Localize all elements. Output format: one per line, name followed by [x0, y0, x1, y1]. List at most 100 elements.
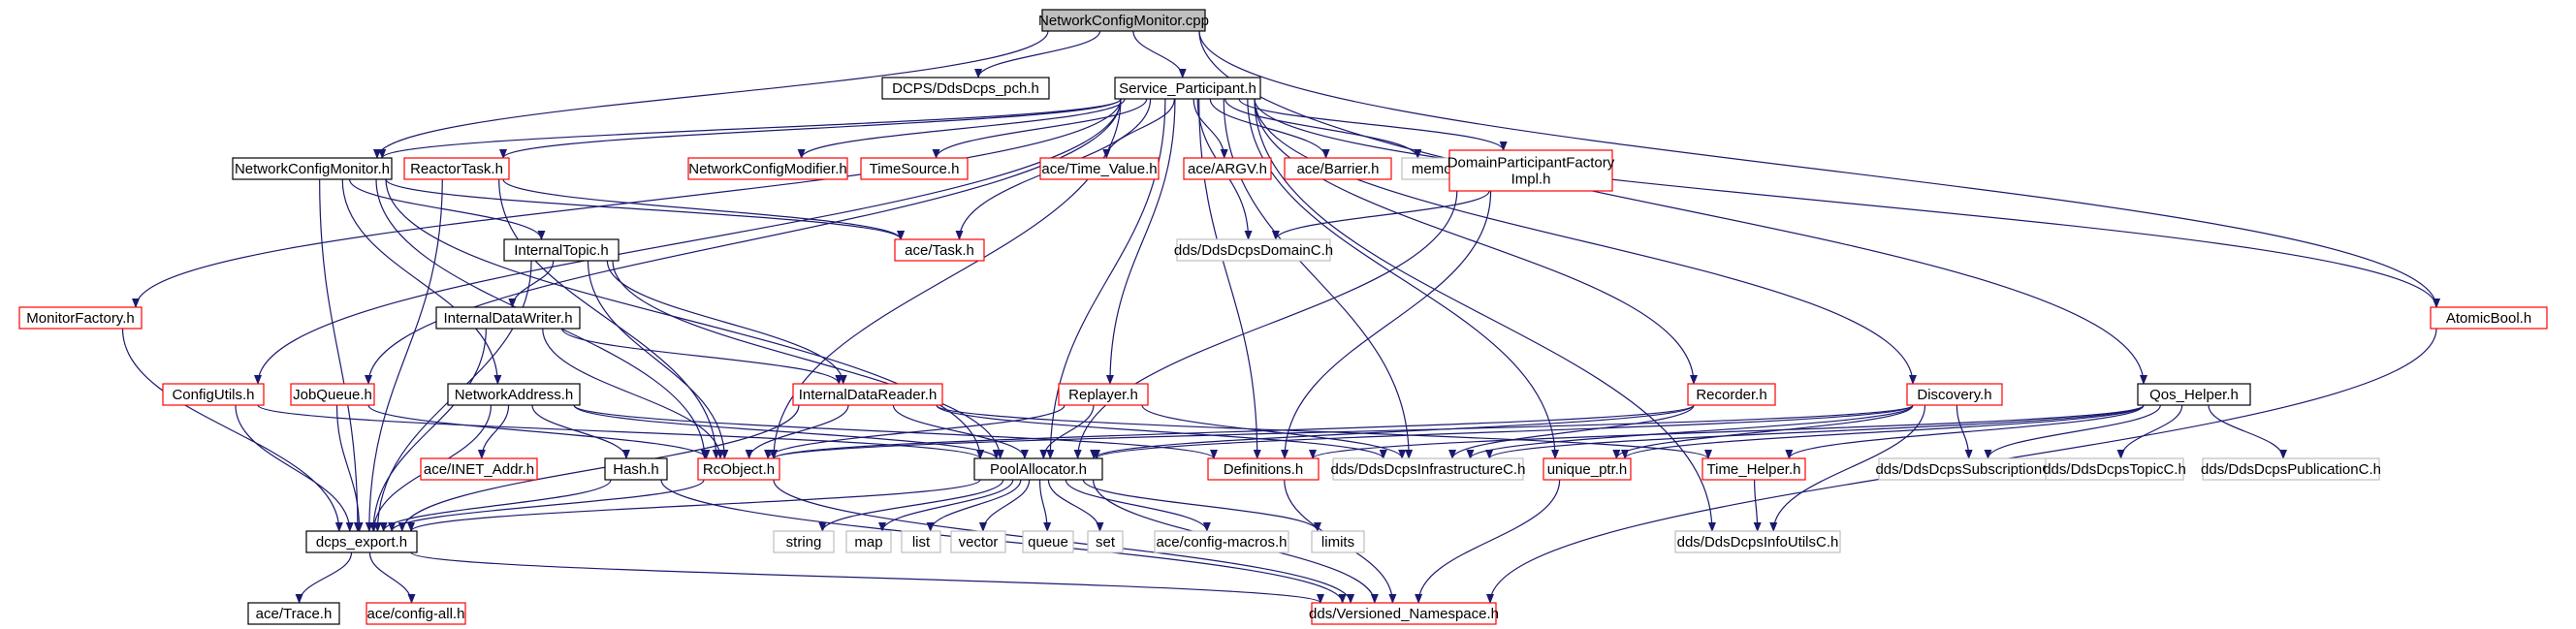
node-jobq[interactable]: JobQueue.h — [290, 383, 375, 406]
node-pch[interactable]: DCPS/DdsDcps_pch.h — [881, 77, 1050, 100]
node-pool[interactable]: PoolAllocator.h — [973, 457, 1103, 481]
node-box — [697, 457, 780, 481]
node-domainc[interactable]: dds/DdsDcpsDomainC.h — [1174, 238, 1333, 262]
edge-rtask-to-acetask — [502, 178, 906, 240]
node-ncmod[interactable]: NetworkConfigModifier.h — [687, 157, 848, 180]
node-box — [503, 238, 620, 262]
node-cfgmacros[interactable]: ace/config-macros.h — [1154, 530, 1289, 553]
node-cfgall[interactable]: ace/config-all.h — [366, 602, 466, 625]
node-box — [2202, 457, 2380, 481]
node-box — [1207, 457, 1320, 481]
node-dcpsexp[interactable]: dcps_export.h — [305, 530, 418, 553]
node-box — [1087, 530, 1124, 553]
node-label: unique_ptr.h — [1547, 461, 1628, 478]
node-recorder[interactable]: Recorder.h — [1687, 383, 1776, 406]
node-infoutils[interactable]: dds/DdsDcpsInfoUtilsC.h — [1674, 530, 1841, 553]
edge-replayer-to-rcobj — [764, 404, 1065, 459]
node-itopic[interactable]: InternalTopic.h — [503, 238, 620, 262]
node-discovery[interactable]: Discovery.h — [1906, 383, 2003, 406]
node-label: dds/DdsDcpsSubscriptionC.h — [1875, 461, 2064, 478]
node-box — [1284, 157, 1392, 180]
node-label: Hash.h — [613, 461, 659, 478]
node-root[interactable]: NetworkConfigMonitor.cpp — [1038, 9, 1209, 32]
node-rtask[interactable]: ReactorTask.h — [403, 157, 510, 180]
node-box — [447, 383, 581, 406]
node-label: InternalDataReader.h — [799, 387, 938, 403]
node-argv[interactable]: ace/ARGV.h — [1183, 157, 1272, 180]
node-label: ace/Trace.h — [256, 606, 333, 622]
node-string[interactable]: string — [773, 530, 835, 553]
edge-pool-to-set — [1047, 479, 1104, 532]
node-atomic[interactable]: AtomicBool.h — [2430, 306, 2548, 330]
node-mfact[interactable]: MonitorFactory.h — [18, 306, 143, 330]
edge-dpfi-to-pool — [1073, 190, 1458, 459]
node-netaddr[interactable]: NetworkAddress.h — [447, 383, 581, 406]
node-tsrc[interactable]: TimeSource.h — [860, 157, 969, 180]
node-uptr[interactable]: unique_ptr.h — [1542, 457, 1632, 481]
node-box — [366, 602, 466, 625]
node-versns[interactable]: dds/Versioned_Namespace.h — [1309, 602, 1499, 625]
edge-sp-to-replayer — [1105, 98, 1176, 385]
node-idr[interactable]: InternalDataReader.h — [792, 383, 943, 406]
node-replayer[interactable]: Replayer.h — [1058, 383, 1149, 406]
node-label: ace/INET_Addr.h — [424, 461, 534, 478]
edge-sp-to-barrier — [1209, 98, 1330, 159]
node-label: map — [854, 534, 882, 550]
node-cfgutils[interactable]: ConfigUtils.h — [162, 383, 265, 406]
node-list[interactable]: list — [901, 530, 941, 553]
edge-sp-to-infoutils — [1254, 98, 1716, 532]
node-limits[interactable]: limits — [1311, 530, 1365, 553]
node-box — [403, 157, 510, 180]
edge-discovery-to-rcobj — [770, 404, 1914, 459]
node-label: queue — [1028, 534, 1068, 550]
edge-root-to-ncm — [373, 30, 1049, 159]
edge-dpfi-to-domainc — [1271, 190, 1490, 240]
node-defs[interactable]: Definitions.h — [1207, 457, 1320, 481]
node-trace[interactable]: ace/Trace.h — [247, 602, 340, 625]
node-subc[interactable]: dds/DdsDcpsSubscriptionC.h — [1875, 457, 2065, 481]
node-tval[interactable]: ace/Time_Value.h — [1039, 157, 1160, 180]
edge-sp-to-recorder — [1254, 98, 1698, 385]
node-box — [2430, 306, 2548, 330]
edge-sp-to-defs — [1198, 98, 1261, 459]
node-label: NetworkConfigMonitor.cpp — [1038, 13, 1209, 29]
edge-sp-to-pool — [1046, 98, 1166, 459]
node-label: Qos_Helper.h — [2149, 387, 2239, 403]
node-box — [1542, 457, 1632, 481]
node-sp[interactable]: Service_Participant.h — [1114, 77, 1261, 100]
nodes-layer: NetworkConfigMonitor.cppDCPS/DdsDcps_pch… — [18, 9, 2548, 625]
edge-pool-to-cfgmacros — [1065, 479, 1211, 532]
node-qos[interactable]: Qos_Helper.h — [2137, 383, 2251, 406]
edge-dpfi-to-defs — [1281, 190, 1492, 459]
node-box — [420, 457, 538, 481]
edge-pool-to-vector — [978, 479, 1031, 532]
node-infra[interactable]: dds/DdsDcpsInfrastructureC.h — [1331, 457, 1526, 481]
node-inet[interactable]: ace/INET_Addr.h — [420, 457, 538, 481]
node-pubc[interactable]: dds/DdsDcpsPublicationC.h — [2201, 457, 2381, 481]
node-barrier[interactable]: ace/Barrier.h — [1284, 157, 1392, 180]
node-vector[interactable]: vector — [950, 530, 1006, 553]
node-map[interactable]: map — [845, 530, 892, 553]
node-idw[interactable]: InternalDataWriter.h — [435, 306, 581, 330]
node-thelper[interactable]: Time_Helper.h — [1701, 457, 1806, 481]
node-label: ace/config-macros.h — [1156, 534, 1287, 550]
edge-discovery-to-pool — [1093, 404, 1914, 459]
node-rcobj[interactable]: RcObject.h — [697, 457, 780, 481]
node-acetask[interactable]: ace/Task.h — [894, 238, 985, 262]
node-queue[interactable]: queue — [1022, 530, 1074, 553]
node-label: Discovery.h — [1917, 387, 1991, 403]
edge-dcpsexp-to-trace — [295, 551, 353, 604]
node-label: dds/DdsDcpsInfoUtilsC.h — [1677, 534, 1839, 550]
node-box — [845, 530, 892, 553]
node-box — [232, 157, 393, 180]
node-ncm[interactable]: NetworkConfigMonitor.h — [232, 157, 393, 180]
node-label: NetworkConfigModifier.h — [688, 161, 846, 177]
node-set[interactable]: set — [1087, 530, 1124, 553]
node-hash[interactable]: Hash.h — [604, 457, 668, 481]
node-label: dds/DdsDcpsTopicC.h — [2043, 461, 2186, 478]
edge-sp-to-argv — [1193, 98, 1228, 159]
edge-sp-to-discovery — [1254, 98, 1917, 385]
node-topicc[interactable]: dds/DdsDcpsTopicC.h — [2043, 457, 2186, 481]
edge-sp-to-tsrc — [932, 98, 1148, 159]
